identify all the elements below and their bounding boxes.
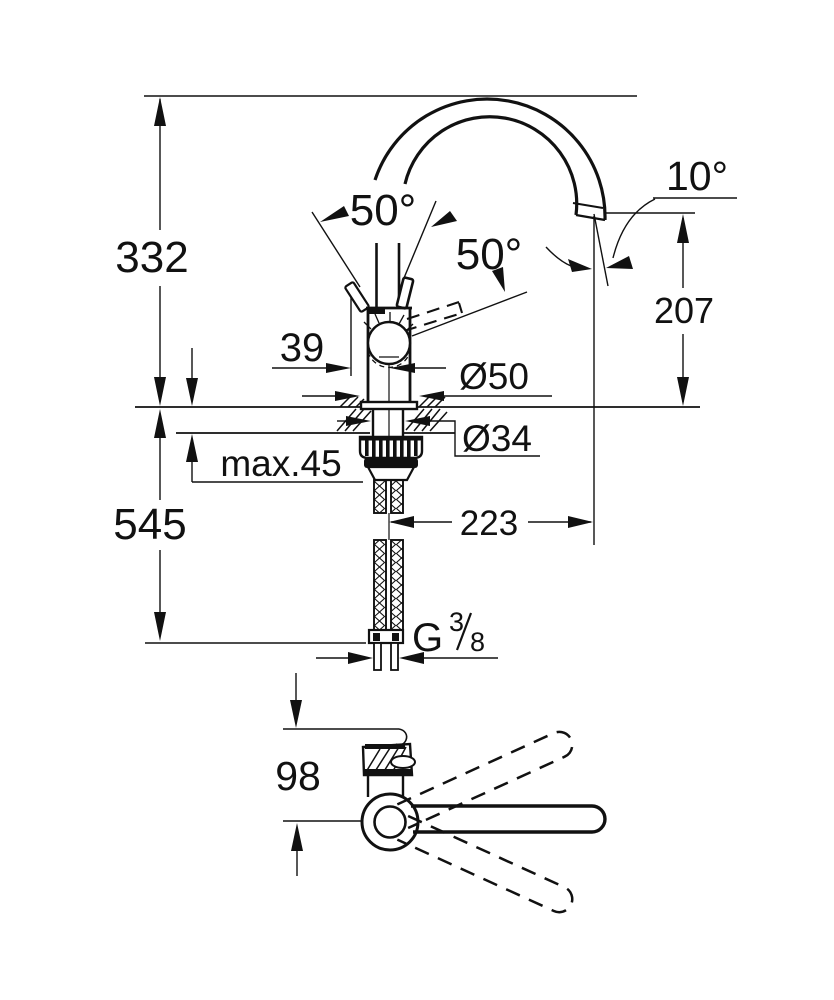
mounting-nut	[358, 435, 424, 482]
label-10deg: 10°	[666, 153, 728, 199]
dimension-223: 223	[389, 504, 593, 543]
mounting-shank	[371, 409, 405, 437]
outlet-reference-lines	[593, 213, 609, 545]
dimension-50deg-swing: 50°	[311, 186, 457, 291]
label-g-numerator: 3	[449, 607, 464, 637]
label-207: 207	[654, 290, 714, 331]
label-g: G	[412, 616, 443, 660]
swivel-base-inner	[373, 805, 407, 839]
spout-top-view	[411, 804, 607, 834]
dimension-98: 98	[275, 673, 408, 876]
label-39: 39	[280, 326, 325, 370]
dimension-10deg: 10°	[545, 153, 737, 272]
top-view-faucet	[360, 730, 607, 914]
swivel-arm-upper	[396, 730, 574, 830]
dimension-50deg-lever: 50°	[403, 230, 528, 337]
dimension-dia34: Ø34	[337, 416, 540, 459]
dimension-545: 545	[113, 409, 187, 641]
thread-tail-left	[373, 642, 382, 671]
lever-nub	[390, 755, 416, 769]
dashed-lever	[403, 301, 463, 333]
dimension-332: 332	[115, 97, 189, 406]
handle-base-mark	[369, 308, 385, 314]
dimension-max45: max.45	[186, 348, 363, 484]
label-223: 223	[460, 504, 518, 543]
swivel-arm-lower	[396, 814, 574, 914]
dimension-207: 207	[654, 214, 714, 406]
label-dia34: Ø34	[462, 418, 532, 459]
nut-cone	[366, 465, 416, 482]
label-max45: max.45	[220, 443, 341, 484]
thread-tail-right	[390, 642, 399, 671]
label-50deg-lever: 50°	[456, 230, 523, 279]
label-98: 98	[275, 753, 321, 799]
label-332: 332	[115, 233, 188, 282]
label-dia50: Ø50	[459, 356, 529, 397]
base-flange	[359, 400, 419, 411]
label-545: 545	[113, 500, 186, 549]
spout-arc	[373, 97, 607, 222]
swivel-base-outer	[360, 792, 420, 852]
dimension-dia50: Ø50	[302, 356, 552, 401]
supply-hoses	[367, 479, 405, 671]
dimension-g38: G 3 8	[316, 607, 498, 664]
handle-vertical	[375, 243, 401, 307]
nut-collar	[364, 458, 418, 468]
ball-joint	[363, 312, 414, 369]
label-50deg-swing: 50°	[350, 186, 417, 235]
label-g-denominator: 8	[470, 627, 485, 657]
handle-tilted-left	[344, 281, 370, 313]
